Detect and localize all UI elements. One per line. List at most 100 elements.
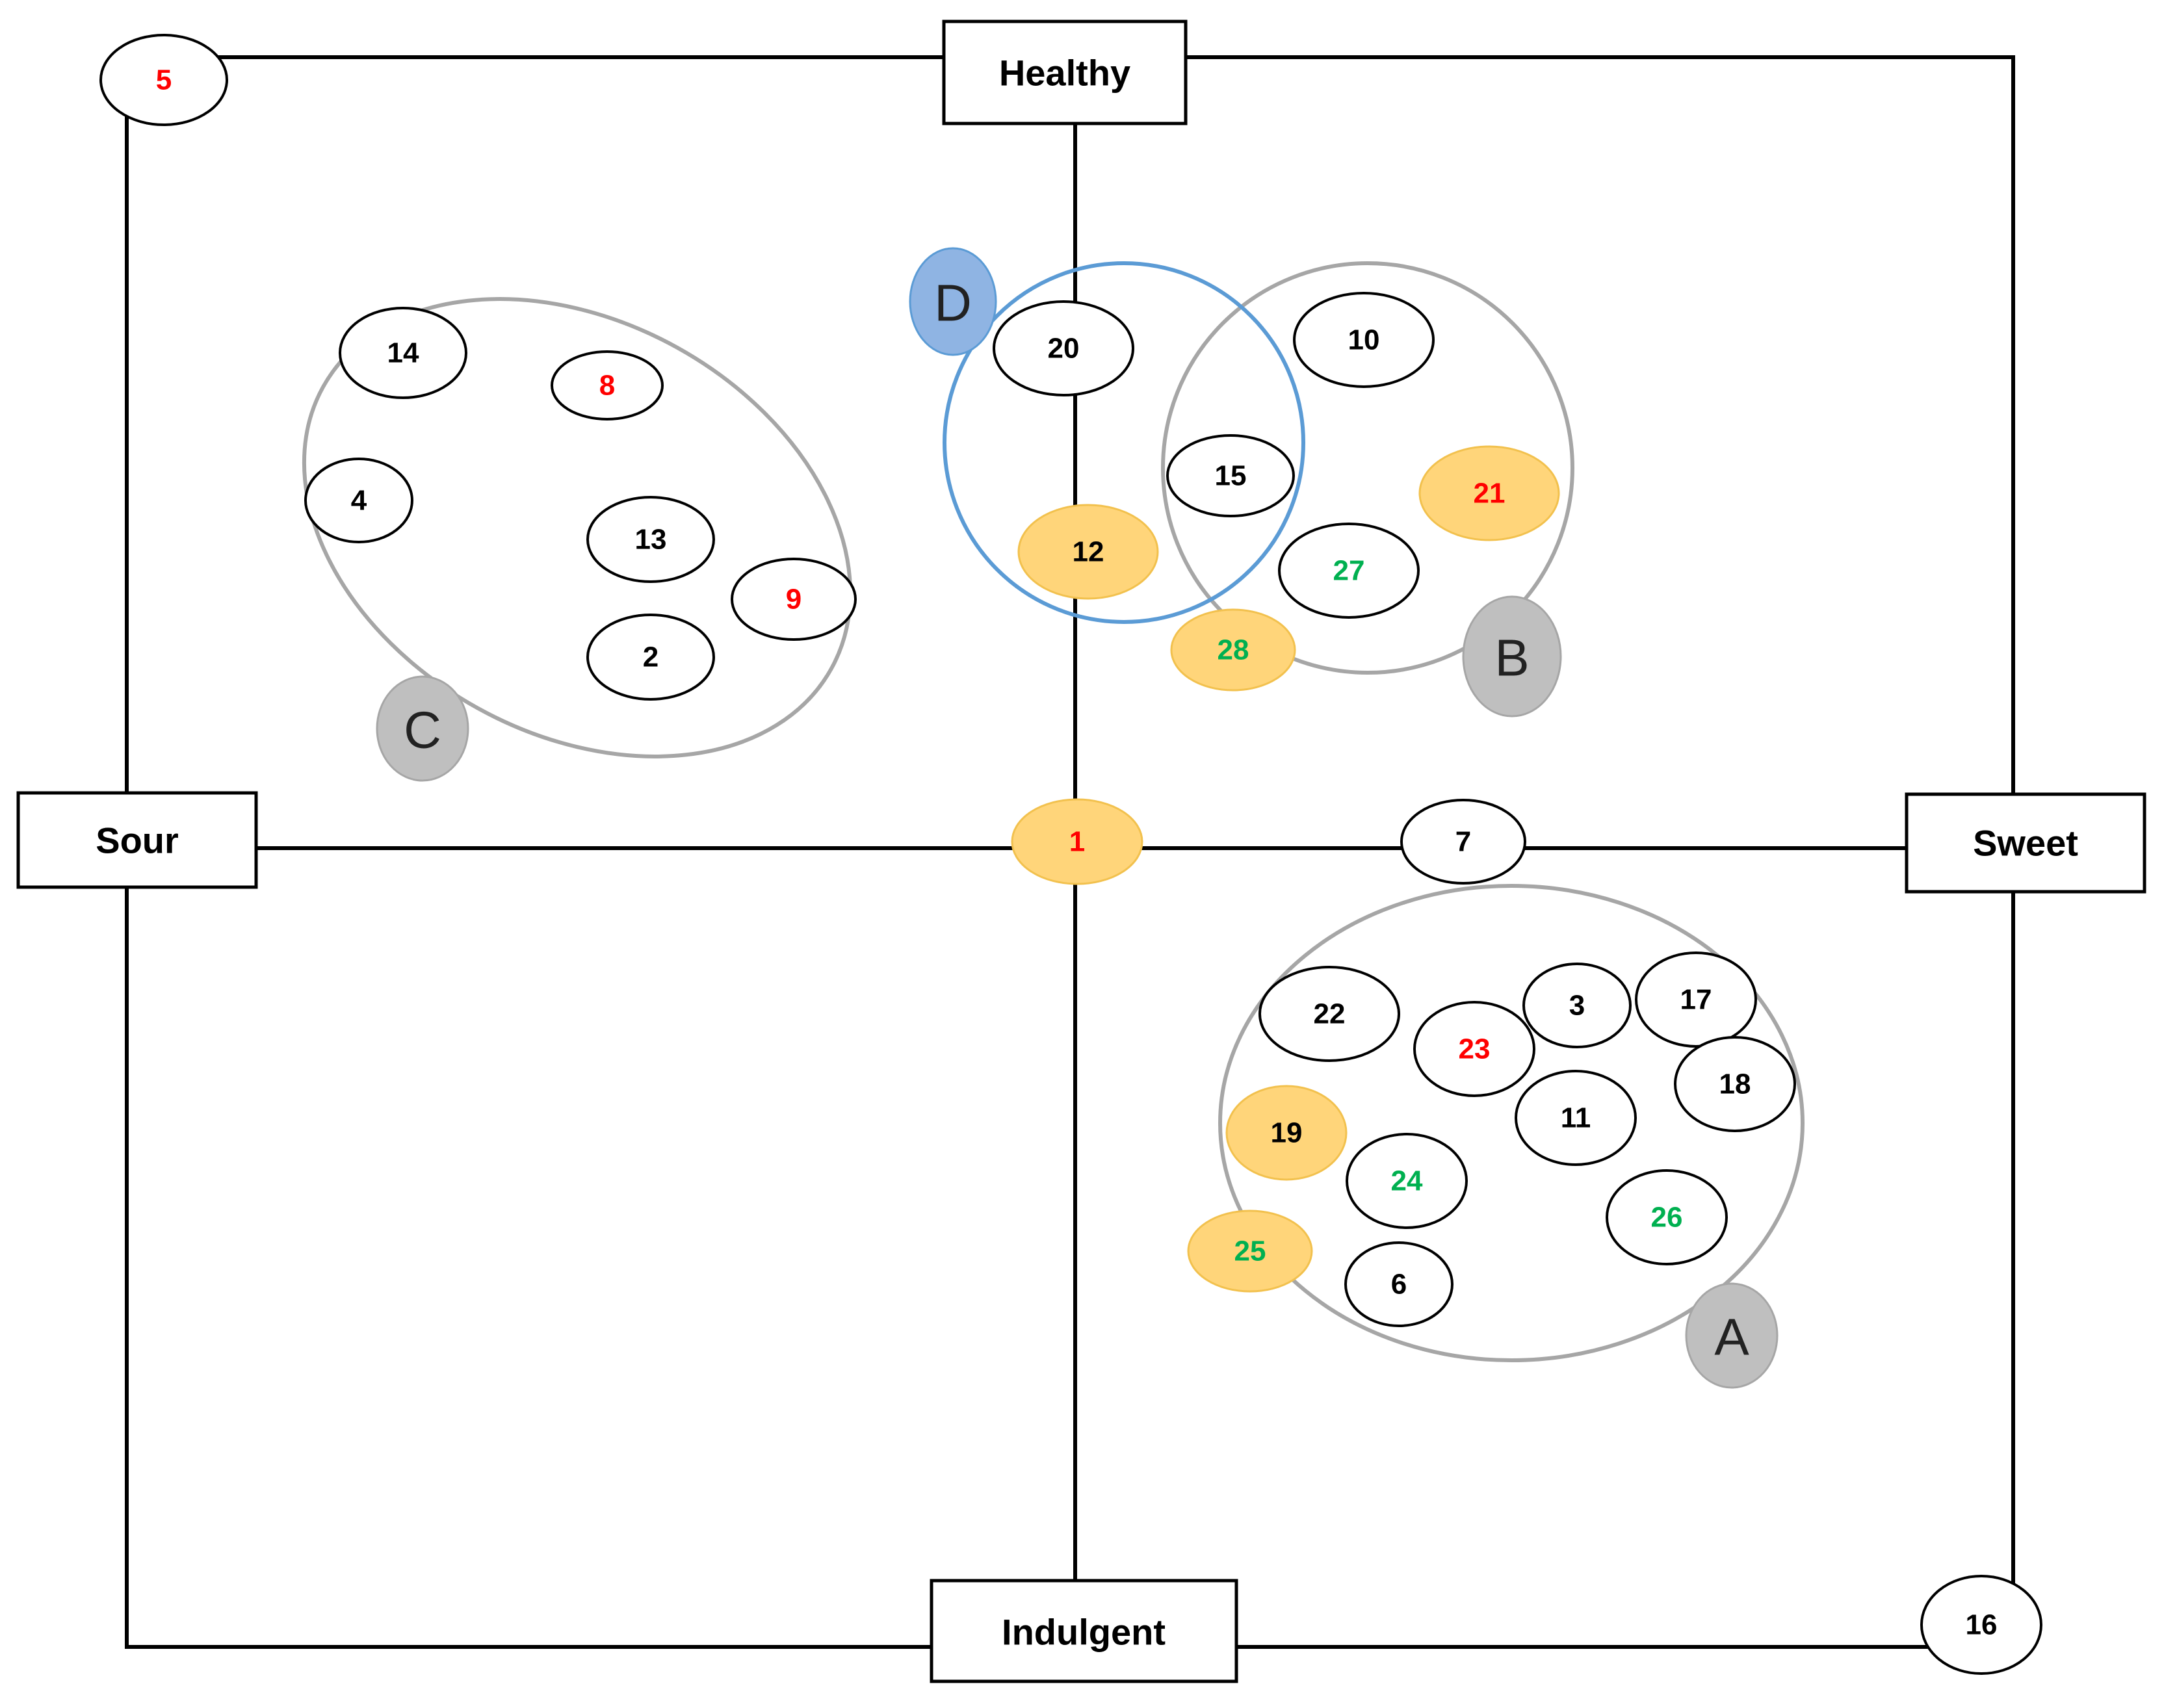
item-node-27: 27 [1278,523,1420,619]
item-node-shape [304,458,413,543]
item-node-shape [1017,504,1159,600]
item-node-label: 13 [635,524,667,556]
item-node-25: 25 [1187,1210,1313,1293]
item-node-label: 6 [1391,1269,1407,1300]
group-outline-c [302,297,853,758]
item-node-18: 18 [1674,1036,1796,1132]
axis-label-top: Healthy [942,19,1188,125]
item-node-shape [1920,1575,2042,1675]
item-node-2: 2 [586,614,715,701]
item-node-shape [1344,1241,1454,1327]
axis-label-right-text: Sweet [1973,823,2078,864]
item-node-shape [1011,798,1143,885]
item-node-17: 17 [1635,951,1757,1048]
item-node-label: 25 [1234,1236,1266,1267]
item-node-22: 22 [1258,966,1400,1062]
item-node-shape [1606,1169,1728,1265]
item-node-6: 6 [1344,1241,1454,1327]
item-node-shape [1170,608,1296,692]
item-node-label: 15 [1215,460,1247,492]
group-outline-d [943,261,1305,624]
item-node-shape [1166,434,1295,517]
item-node-label: 22 [1314,998,1346,1030]
item-node-label: 26 [1651,1202,1683,1234]
item-node-19: 19 [1225,1085,1348,1181]
cluster-badge-a: A [1685,1282,1779,1389]
item-node-shape [551,350,664,421]
axis-label-bottom-text: Indulgent [1002,1612,1166,1653]
item-node-5: 5 [99,34,228,126]
item-node-label: 7 [1455,826,1471,858]
item-node-21: 21 [1418,445,1560,541]
item-node-16: 16 [1920,1575,2042,1675]
cluster-badge-label: D [934,274,972,332]
item-node-shape [1293,292,1435,388]
item-node-24: 24 [1346,1133,1468,1229]
item-node-10: 10 [1293,292,1435,388]
item-node-label: 9 [786,584,802,615]
item-node-12: 12 [1017,504,1159,600]
item-node-label: 20 [1048,333,1080,365]
cluster-badge-d: D [909,247,997,356]
item-node-shape [1346,1133,1468,1229]
item-node-shape [1187,1210,1313,1293]
item-node-label: 18 [1719,1068,1751,1100]
item-node-shape [339,307,467,399]
item-node-label: 16 [1966,1609,1998,1641]
cluster-badge-shape [1685,1282,1779,1389]
item-node-label: 3 [1569,990,1585,1022]
cluster-badge-label: B [1494,629,1529,687]
item-node-label: 28 [1218,634,1249,666]
item-node-shape [586,496,715,583]
item-node-20: 20 [993,300,1134,396]
axis-label-left-text: Sour [96,820,179,861]
cluster-badge-b: B [1462,595,1562,718]
item-node-13: 13 [586,496,715,583]
cluster-badge-label: A [1714,1308,1749,1366]
item-node-23: 23 [1413,1001,1535,1097]
item-node-9: 9 [731,558,857,641]
axis-label-right: Sweet [1905,792,2146,894]
item-node-label: 21 [1474,478,1506,510]
item-node-shape [99,34,228,126]
item-node-label: 19 [1271,1117,1303,1149]
item-node-15: 15 [1166,434,1295,517]
item-node-28: 28 [1170,608,1296,692]
axis-label-left: Sour [16,791,258,889]
item-node-label: 2 [643,641,658,673]
item-node-shape [1258,966,1400,1062]
item-node-shape [1400,799,1526,885]
item-node-shape [1418,445,1560,541]
item-node-label: 10 [1348,324,1380,356]
item-node-shape [1635,951,1757,1048]
item-node-label: 11 [1561,1102,1591,1134]
item-node-label: 1 [1069,826,1085,858]
item-node-label: 27 [1333,555,1365,587]
item-node-label: 8 [599,370,615,402]
item-node-shape [1515,1070,1637,1166]
cluster-badge-shape [909,247,997,356]
item-node-26: 26 [1606,1169,1728,1265]
item-node-label: 12 [1073,536,1104,568]
item-node-shape [1225,1085,1348,1181]
item-node-8: 8 [551,350,664,421]
item-node-label: 5 [156,64,172,96]
item-node-1: 1 [1011,798,1143,885]
group-outline-a [1218,884,1805,1362]
axis-label-bottom: Indulgent [930,1579,1238,1683]
item-node-label: 24 [1391,1165,1423,1197]
item-node-shape [1522,963,1632,1048]
item-node-shape [1278,523,1420,619]
items-layer: 1234567891011121314151617181920212223242… [99,34,2042,1675]
item-node-label: 14 [387,337,419,369]
item-node-3: 3 [1522,963,1632,1048]
item-node-shape [1413,1001,1535,1097]
cluster-badge-shape [376,675,469,782]
item-node-4: 4 [304,458,413,543]
axis-label-top-text: Healthy [999,53,1130,94]
cluster-badge-shape [1462,595,1562,718]
item-node-label: 4 [351,485,367,517]
item-node-shape [1674,1036,1796,1132]
